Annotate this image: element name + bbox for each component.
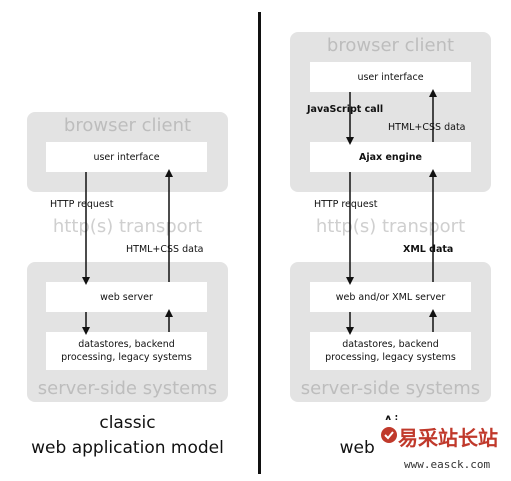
ajax-engine-box: Ajax engine	[310, 142, 471, 172]
classic-server-side-label: server-side systems	[37, 378, 218, 399]
classic-caption-line1: classic	[99, 413, 156, 433]
watermark-site-name: 易采站长站	[398, 426, 498, 450]
ajax-datastores-box: datastores, backend processing, legacy s…	[310, 332, 471, 370]
ajax-html-css-data-label: HTML+CSS data	[388, 122, 466, 133]
classic-web-server-box: web server	[46, 282, 207, 312]
classic-user-interface-box: user interface	[46, 142, 207, 172]
ajax-browser-client-label: browser client	[326, 35, 455, 56]
ajax-user-interface-box: user interface	[310, 62, 471, 92]
ajax-javascript-call-label: JavaScript call	[307, 104, 384, 115]
ajax-datastores-line2: processing, legacy systems	[325, 352, 456, 363]
ajax-datastores-line1: datastores, backend	[342, 339, 439, 350]
ajax-http-request-label: HTTP request	[314, 199, 378, 210]
ajax-xml-data-label: XML data	[403, 244, 454, 255]
center-divider	[258, 12, 261, 474]
classic-browser-client-label: browser client	[63, 115, 192, 136]
ajax-server-side-label: server-side systems	[300, 378, 481, 399]
ajax-transport-label: http(s) transport	[315, 216, 466, 237]
classic-datastores-box: datastores, backend processing, legacy s…	[46, 332, 207, 370]
watermark: 易采站长站 www.easck.com	[378, 420, 510, 478]
classic-http-request-label: HTTP request	[50, 199, 114, 210]
watermark-logo-icon	[380, 426, 398, 444]
classic-html-css-data-label: HTML+CSS data	[126, 244, 204, 255]
classic-datastores-line1: datastores, backend	[78, 339, 175, 350]
ajax-web-xml-server-box: web and/or XML server	[310, 282, 471, 312]
classic-transport-label: http(s) transport	[52, 216, 203, 237]
classic-datastores-line2: processing, legacy systems	[61, 352, 192, 363]
classic-caption-line2: web application model	[31, 438, 224, 458]
watermark-url: www.easck.com	[404, 458, 491, 471]
